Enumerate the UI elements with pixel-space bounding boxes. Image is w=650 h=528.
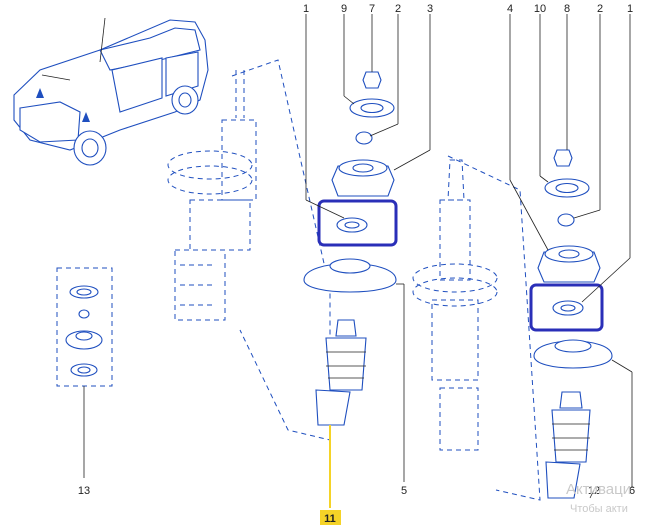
callout-8: 8 <box>564 3 570 15</box>
callout-4: 4 <box>507 3 513 15</box>
center-stack <box>303 14 431 508</box>
callout-3: 3 <box>427 3 433 15</box>
right-strut-ghost <box>412 155 541 501</box>
callout-5: 5 <box>401 485 407 497</box>
callout-7: 7 <box>369 3 375 15</box>
highlight-box-right <box>529 283 604 332</box>
callout-1-center: 1 <box>303 3 309 15</box>
highlight-box-center <box>317 199 398 247</box>
left-strut-ghost <box>167 59 331 441</box>
callout-1-right: 1 <box>627 3 633 15</box>
right-stack <box>509 14 633 499</box>
callout-9: 9 <box>341 3 347 15</box>
callout-13: 13 <box>78 485 90 497</box>
callout-11-highlight <box>320 510 341 525</box>
kit-13 <box>56 267 113 478</box>
callout-6: 6 <box>629 485 635 497</box>
callout-11: 11 <box>324 513 336 525</box>
callout-2-center: 2 <box>395 3 401 15</box>
callout-2-right: 2 <box>597 3 603 15</box>
callout-10: 10 <box>534 3 546 15</box>
callout-12: 12 <box>588 485 600 497</box>
watermark-line2: Чтобы акти <box>570 503 628 515</box>
watermark-line1: Активаци <box>566 481 631 498</box>
car-illustration <box>13 17 209 166</box>
